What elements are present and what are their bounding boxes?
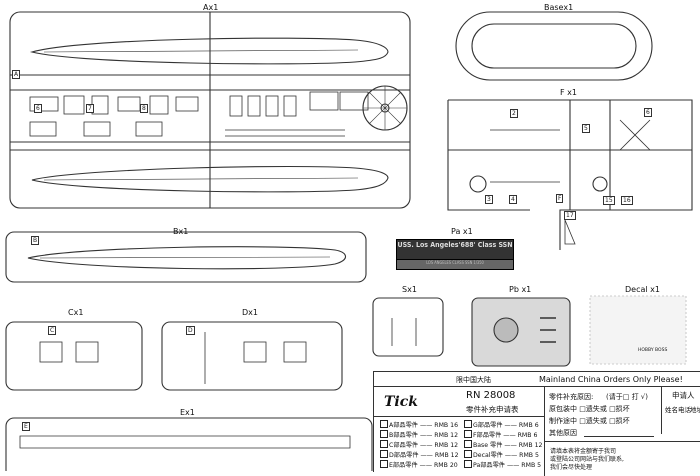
parts-checkbox[interactable] xyxy=(464,420,472,428)
parts-checkbox[interactable] xyxy=(464,460,472,468)
parts-checkbox[interactable] xyxy=(380,460,388,468)
hull-e xyxy=(19,435,351,449)
form-code: RN 28008 xyxy=(466,390,516,401)
base-sprue xyxy=(455,11,653,81)
parts-row-label: Pa部品零件 —— RMB 5 xyxy=(473,462,542,469)
label-sprue-a: Ax1 xyxy=(203,3,219,12)
form-title: 零件补充申请表 xyxy=(466,405,519,414)
hull-upper-a xyxy=(29,37,389,65)
parts-checkbox[interactable] xyxy=(464,440,472,448)
part-number: 6 xyxy=(644,108,652,117)
hull-b xyxy=(27,246,347,270)
nameplate-pa: USS. Los Angeles'688' Class SSN xyxy=(396,239,514,260)
applicant-label: 申请人 xyxy=(672,391,695,400)
part-number: 8 xyxy=(140,104,148,113)
parts-checkbox[interactable] xyxy=(464,430,472,438)
part-number: 2 xyxy=(510,109,518,118)
label-decal: Decal x1 xyxy=(625,285,660,294)
logo: Tick xyxy=(384,394,418,410)
parts-row[interactable]: B部品零件 —— RMB 12 xyxy=(380,430,458,439)
restriction-en: Mainland China Orders Only Please! xyxy=(539,375,683,384)
label-sprue-base: Basex1 xyxy=(544,3,574,12)
parts-checkbox[interactable] xyxy=(380,420,388,428)
label-sprue-b: Bx1 xyxy=(173,227,189,236)
sprue-tag-c: C xyxy=(48,326,57,335)
reason-label: 零件补充原因: xyxy=(549,393,594,401)
nameplate-subtitle: LOS ANGELES CLASS SSN 1/350 xyxy=(426,260,484,265)
part-number: 17 xyxy=(564,211,576,220)
sprue-c-frame xyxy=(5,321,143,391)
label-sprue-c: Cx1 xyxy=(68,308,84,317)
parts-row-label: D部品零件 —— RMB 12 xyxy=(389,452,459,459)
order-form: 限中国大陆 Mainland China Orders Only Please!… xyxy=(373,371,700,476)
sprue-d-frame xyxy=(161,321,343,391)
form-note: 或登陆公司网站与我们联系, xyxy=(550,456,624,463)
form-note: 我们会尽快处理 xyxy=(550,464,593,471)
label-sprue-f: F x1 xyxy=(560,88,577,97)
parts-row-label: F部品零件 —— RMB 6 xyxy=(473,432,538,439)
parts-row-label: A部品零件 —— RMB 16 xyxy=(389,422,459,429)
sprue-e-frame xyxy=(5,417,373,471)
sprue-tag-a: A xyxy=(12,70,21,79)
label-sprue-pb: Pb x1 xyxy=(509,285,532,294)
parts-row-label: E部品零件 —— RMB 20 xyxy=(389,462,458,469)
label-sprue-pa: Pa x1 xyxy=(451,227,473,236)
applicant-address[interactable]: 地址 xyxy=(690,406,700,414)
parts-row-label: G部品零件 —— RMB 6 xyxy=(473,422,539,429)
sprue-tag-d: D xyxy=(186,326,195,335)
parts-row[interactable]: Pa部品零件 —— RMB 5 xyxy=(464,460,541,469)
reason-packaging[interactable]: 原包装中 □遗失或 □损坏 xyxy=(549,405,630,413)
parts-checkbox[interactable] xyxy=(380,430,388,438)
nameplate-strip: LOS ANGELES CLASS SSN 1/350 xyxy=(396,259,514,270)
parts-row[interactable]: F部品零件 —— RMB 6 xyxy=(464,430,537,439)
sprue-tag-b: B xyxy=(31,236,40,245)
part-number: 3 xyxy=(485,195,493,204)
sprue-tag-e: E xyxy=(22,422,30,431)
form-note: 请填本表将金额寄于我司 xyxy=(550,448,617,455)
applicant-phone[interactable]: 电话 xyxy=(678,406,691,414)
parts-checkbox[interactable] xyxy=(464,450,472,458)
nameplate-title: USS. Los Angeles'688' Class SSN xyxy=(397,241,513,249)
sprue-b-frame xyxy=(5,231,367,283)
part-number: 4 xyxy=(509,195,517,204)
part-number: 15 xyxy=(603,196,615,205)
photo-etch-pb xyxy=(471,297,571,367)
part-number: 6 xyxy=(34,104,42,113)
part-number: 16 xyxy=(621,196,633,205)
parts-checkbox[interactable] xyxy=(380,450,388,458)
parts-row[interactable]: E部品零件 —— RMB 20 xyxy=(380,460,458,469)
hull-lower-a xyxy=(31,165,389,193)
reason-building[interactable]: 制作途中 □遗失或 □损坏 xyxy=(549,417,630,425)
part-number: 5 xyxy=(582,124,590,133)
sprue-f-frame xyxy=(447,99,693,250)
decal-brand: HOBBY BOSS xyxy=(638,348,668,353)
part-number: 7 xyxy=(86,104,94,113)
label-sprue-e: Ex1 xyxy=(180,408,195,417)
sprue-tag-f: F xyxy=(556,194,564,203)
applicant-name[interactable]: 姓名 xyxy=(665,406,678,414)
restriction-cn: 限中国大陆 xyxy=(456,376,491,384)
label-sprue-s: Sx1 xyxy=(402,285,417,294)
parts-row[interactable]: C部品零件 —— RMB 12 xyxy=(380,440,458,449)
reason-other[interactable]: 其他原因 xyxy=(549,429,577,437)
parts-row[interactable]: D部品零件 —— RMB 12 xyxy=(380,450,459,459)
label-sprue-d: Dx1 xyxy=(242,308,258,317)
parts-row-label: B部品零件 —— RMB 12 xyxy=(389,432,459,439)
parts-row-label: Base 零件 —— RMB 12 xyxy=(473,442,543,449)
parts-row-label: C部品零件 —— RMB 12 xyxy=(389,442,459,449)
decal-sheet xyxy=(589,295,687,365)
sprue-s-frame xyxy=(372,297,444,357)
parts-checkbox[interactable] xyxy=(380,440,388,448)
parts-row[interactable]: G部品零件 —— RMB 6 xyxy=(464,420,539,429)
parts-row[interactable]: Decal零件 —— RMB 5 xyxy=(464,450,539,459)
parts-row-label: Decal零件 —— RMB 5 xyxy=(473,452,539,459)
reason-hint: (请于□ 打 √) xyxy=(606,393,648,401)
parts-row[interactable]: Base 零件 —— RMB 12 xyxy=(464,440,542,449)
parts-row[interactable]: A部品零件 —— RMB 16 xyxy=(380,420,458,429)
